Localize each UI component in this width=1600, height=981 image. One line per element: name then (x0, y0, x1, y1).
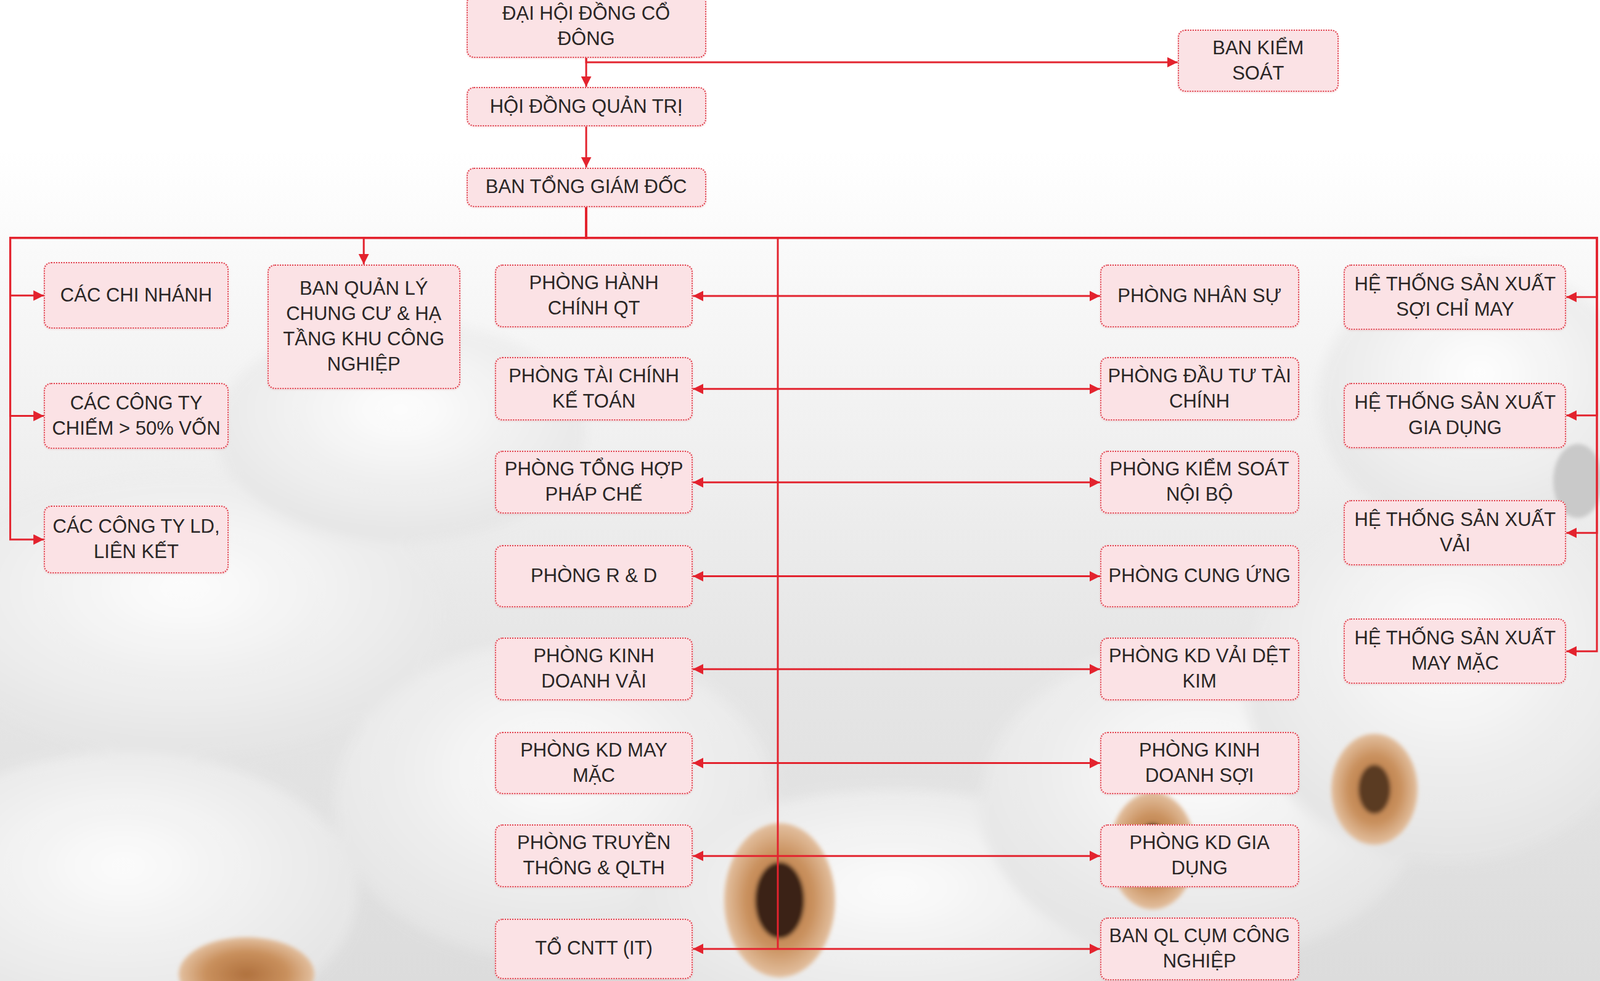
box-label: CÁC CHI NHÁNH (60, 282, 213, 309)
box-label: TỔ CNTT (IT) (534, 935, 653, 961)
box-label: PHÒNG KINH DOANH VẢI (502, 643, 686, 694)
org-box: HỘI ĐỒNG QUẢN TRỊ (466, 86, 707, 127)
org-box: ĐẠI HỘI ĐỒNG CỔ ĐÔNG (466, 0, 707, 58)
org-box: BAN KIỂM SOÁT (1177, 29, 1340, 93)
org-box: HỆ THỐNG SẢN XUẤT VẢI (1343, 499, 1567, 566)
org-box: PHÒNG KD GIA DỤNG (1100, 824, 1300, 887)
connector (692, 854, 1101, 857)
org-box: PHÒNG KINH DOANH VẢI (494, 637, 693, 701)
org-box: PHÒNG KIỂM SOÁT NỘI BỘ (1100, 450, 1300, 514)
org-box: PHÒNG KD VẢI DỆT KIM (1100, 637, 1300, 701)
connector (692, 668, 1101, 670)
box-label: BAN TỔNG GIÁM ĐỐC (485, 174, 688, 200)
org-box: CÁC CÔNG TY CHIẾM > 50% VỐN (43, 382, 229, 450)
org-box: PHÒNG NHÂN SỰ (1100, 264, 1300, 328)
connector (586, 207, 1597, 533)
box-label: CÁC CÔNG TY LD, LIÊN KẾT (51, 514, 222, 565)
box-label: BAN KIỂM SOÁT (1185, 35, 1332, 87)
org-box: PHÒNG ĐẦU TƯ TÀI CHÍNH (1100, 356, 1300, 421)
box-label: PHÒNG HÀNH CHÍNH QT (502, 270, 686, 322)
org-box: CÁC CHI NHÁNH (43, 261, 229, 329)
box-label: PHÒNG NHÂN SỰ (1117, 283, 1282, 309)
org-box: PHÒNG TỔNG HỢP PHÁP CHẾ (494, 450, 693, 514)
box-label: HỆ THỐNG SẢN XUẤT GIA DỤNG (1351, 390, 1559, 441)
box-label: BAN QUẢN LÝ CHUNG CƯ & HẠ TẦNG KHU CÔNG … (274, 276, 454, 378)
org-box: BAN QL CỤM CÔNG NGHIỆP (1100, 917, 1300, 980)
org-box: TỔ CNTT (IT) (494, 918, 693, 979)
org-box: PHÒNG TÀI CHÍNH KẾ TOÁN (494, 356, 693, 421)
connector (585, 126, 588, 168)
org-box: PHÒNG R & D (494, 544, 693, 608)
box-label: PHÒNG KD MAY MẶC (502, 737, 686, 789)
box-label: HỆ THỐNG SẢN XUẤT MAY MẶC (1351, 625, 1559, 677)
org-box: HỆ THỐNG SẢN XUẤT MAY MẶC (1343, 618, 1567, 684)
box-label: ĐẠI HỘI ĐỒNG CỔ ĐÔNG (473, 1, 699, 52)
box-label: PHÒNG TÀI CHÍNH KẾ TOÁN (502, 363, 686, 415)
vertical-trunk (777, 237, 780, 950)
org-box: PHÒNG TRUYỀN THÔNG & QLTH (494, 824, 693, 887)
box-label: HỆ THỐNG SẢN XUẤT VẢI (1351, 507, 1559, 558)
connector (692, 295, 1101, 298)
connector (586, 207, 1597, 651)
box-label: PHÒNG TRUYỀN THÔNG & QLTH (502, 830, 686, 881)
org-box: PHÒNG HÀNH CHÍNH QT (494, 264, 693, 328)
connector (363, 207, 587, 265)
box-label: PHÒNG KIỂM SOÁT NỘI BỘ (1107, 456, 1292, 508)
org-box: CÁC CÔNG TY LD, LIÊN KẾT (43, 505, 229, 574)
box-label: PHÒNG KINH DOANH SỢI (1107, 737, 1292, 789)
connector (692, 481, 1101, 484)
connector (586, 57, 1178, 63)
org-box: PHÒNG KD MAY MẶC (494, 731, 693, 795)
connector (692, 947, 1101, 950)
box-label: BAN QL CỤM CÔNG NGHIỆP (1107, 923, 1292, 974)
org-box: HỆ THỐNG SẢN XUẤT GIA DỤNG (1343, 382, 1567, 449)
box-label: PHÒNG CUNG ỨNG (1108, 563, 1291, 589)
org-box: PHÒNG CUNG ỨNG (1100, 544, 1300, 608)
box-label: PHÒNG KD GIA DỤNG (1107, 830, 1292, 881)
box-label: PHÒNG R & D (530, 563, 658, 589)
connector (692, 575, 1101, 577)
box-label: PHÒNG KD VẢI DỆT KIM (1107, 643, 1292, 694)
org-box: HỆ THỐNG SẢN XUẤT SỢI CHỈ MAY (1343, 264, 1567, 330)
box-label: PHÒNG TỔNG HỢP PHÁP CHẾ (502, 456, 686, 508)
connector (692, 387, 1101, 390)
org-box: PHÒNG KINH DOANH SỢI (1100, 731, 1300, 795)
box-label: CÁC CÔNG TY CHIẾM > 50% VỐN (51, 390, 222, 442)
connector (692, 761, 1101, 764)
org-box: BAN TỔNG GIÁM ĐỐC (466, 167, 707, 208)
box-label: HỆ THỐNG SẢN XUẤT SỢI CHỈ MAY (1351, 271, 1559, 323)
box-label: PHÒNG ĐẦU TƯ TÀI CHÍNH (1107, 363, 1292, 415)
box-label: HỘI ĐỒNG QUẢN TRỊ (489, 94, 683, 120)
org-box: BAN QUẢN LÝ CHUNG CƯ & HẠ TẦNG KHU CÔNG … (267, 264, 461, 389)
